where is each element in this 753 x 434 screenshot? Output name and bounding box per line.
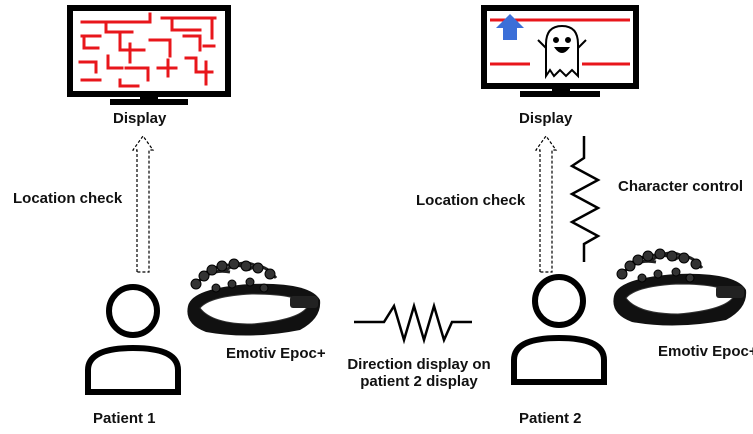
character-control-label: Character control [618, 178, 744, 195]
patient-2-label: Patient 2 [519, 410, 582, 427]
maze-icon [78, 12, 217, 88]
patient-1-figure [85, 284, 181, 395]
left-monitor [67, 5, 231, 105]
left-display-label: Display [113, 110, 167, 127]
left-device-label: Emotiv Epoc+ [226, 345, 326, 362]
direction-display-label-line1: Direction display on [347, 356, 491, 373]
right-headset-icon [613, 248, 747, 326]
up-arrow-icon [496, 14, 524, 40]
right-location-arrow [534, 134, 558, 273]
direction-link-signal [354, 301, 472, 345]
direction-display-label: Direction display on patient 2 display [334, 356, 504, 390]
left-headset-icon [187, 258, 321, 336]
ghost-icon [537, 24, 587, 80]
left-location-check-label: Location check [13, 190, 123, 207]
patient-2-figure [511, 274, 607, 385]
character-control-signal [569, 136, 601, 262]
right-monitor [481, 5, 639, 97]
left-location-arrow [131, 134, 155, 273]
right-location-check-label: Location check [416, 192, 526, 209]
right-device-label: Emotiv Epoc+ [658, 343, 753, 360]
direction-display-label-line2: patient 2 display [360, 373, 478, 390]
patient-1-label: Patient 1 [93, 410, 156, 427]
right-display-label: Display [519, 110, 573, 127]
